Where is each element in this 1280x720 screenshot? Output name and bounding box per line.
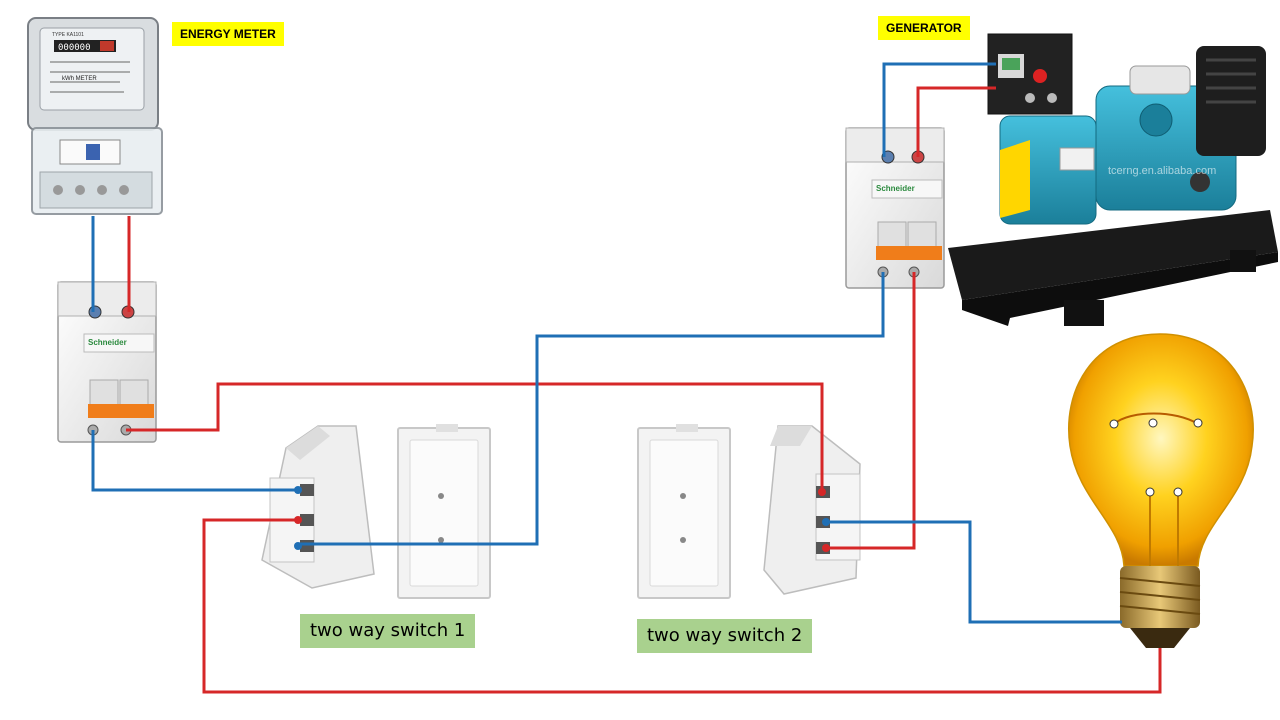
switch-2-label: two way switch 2 — [637, 619, 813, 653]
breaker-brand-right: Schneider — [876, 184, 915, 193]
live-wire-breaker-switch2 — [126, 382, 824, 492]
live-wire-generator-breaker — [916, 86, 996, 157]
neutral-wire-breaker-switch1 — [91, 430, 298, 492]
switch-1-label: two way switch 1 — [300, 614, 476, 648]
switch-1-front-icon — [397, 424, 491, 599]
generator-breaker-icon — [845, 127, 945, 289]
breaker-brand-left: Schneider — [88, 338, 127, 347]
switch-2-side-icon — [763, 425, 861, 595]
live-wire-switch1-bulb — [202, 518, 1162, 694]
wires — [91, 62, 1162, 694]
neutral-wire-generator-breaker — [882, 62, 996, 157]
generator-label: GENERATOR — [878, 16, 970, 40]
switch-1-side-icon — [261, 425, 375, 589]
switch-2-front-icon — [637, 424, 731, 599]
neutral-wire-genbreaker-switch1 — [298, 272, 885, 546]
energy-meter-label: ENERGY METER — [172, 22, 284, 46]
meter-type: TYPE KA1101 — [52, 32, 84, 38]
meter-reading: 000000 — [58, 43, 91, 53]
generator-icon: tcerng.en.alibaba.com — [948, 33, 1278, 326]
neutral-wire-switch2-bulb — [826, 520, 1122, 624]
live-wire-genbreaker-switch2 — [826, 272, 916, 550]
energy-meter-icon — [27, 17, 163, 215]
bulb-icon — [1068, 333, 1254, 648]
main-breaker-icon — [57, 281, 157, 443]
generator-watermark: tcerng.en.alibaba.com — [1108, 165, 1216, 177]
meter-unit: kWh METER — [62, 76, 97, 82]
